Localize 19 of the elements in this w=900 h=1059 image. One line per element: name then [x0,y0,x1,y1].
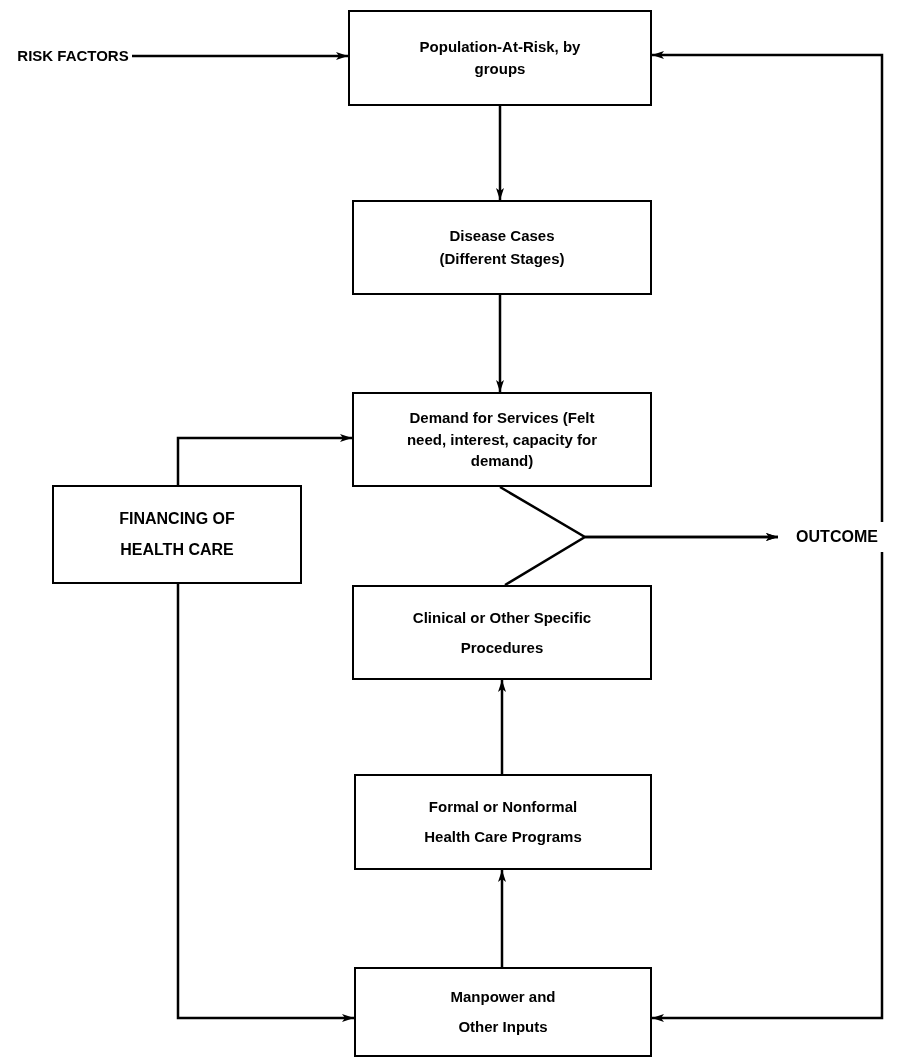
arrow [496,106,504,200]
arrow [652,552,884,1022]
arrow [132,52,348,60]
process-box: Manpower and Other Inputs [354,967,652,1057]
label-text: OUTCOME [778,522,896,552]
arrow [652,51,884,522]
process-box: Disease Cases (Different Stages) [352,200,652,295]
arrow [496,295,504,392]
arrow [498,870,506,967]
process-box: FINANCING OF HEALTH CARE [52,485,302,584]
label-text: RISK FACTORS [14,42,132,70]
process-box: Population-At-Risk, by groups [348,10,652,106]
arrow [498,680,506,774]
arrow [176,584,354,1022]
process-box: Demand for Services (Felt need, interest, capacity for demand) [352,392,652,487]
process-box: Formal or Nonformal Health Care Programs [354,774,652,870]
process-box: Clinical or Other Specific Procedures [352,585,652,680]
arrow [504,533,778,587]
arrow [176,434,352,485]
